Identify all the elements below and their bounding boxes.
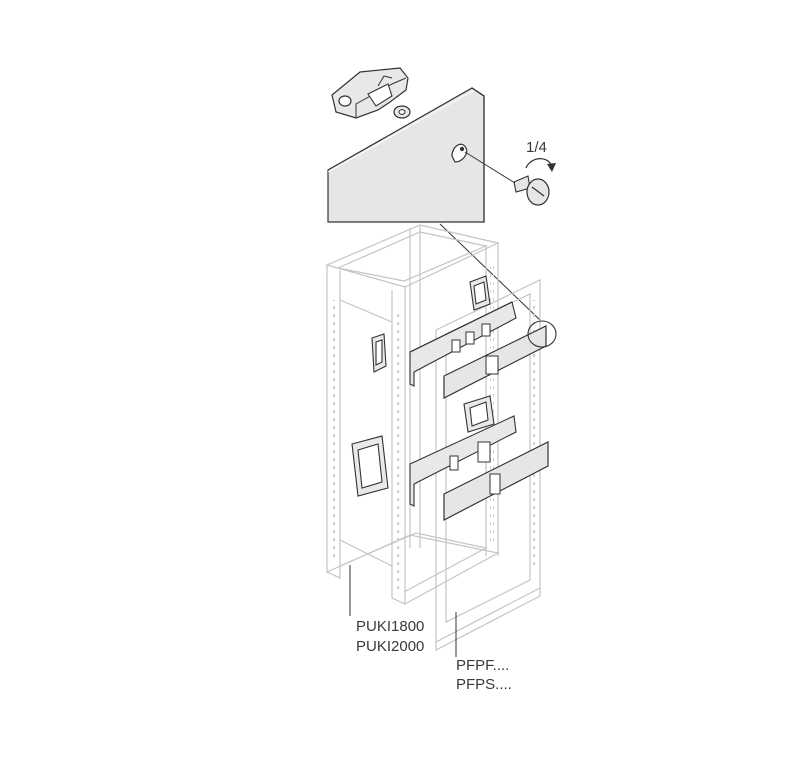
- frame-code-1: PUKI1800: [356, 618, 424, 635]
- insertion-line: [464, 151, 516, 184]
- detail-inset: 1/4: [327, 67, 556, 223]
- panel-code-2: PFPS....: [456, 676, 512, 693]
- side-brackets: [351, 275, 495, 497]
- washer-icon: [393, 105, 411, 119]
- hinge-bracket-icon: [331, 67, 409, 119]
- rotation-arrow-icon: [525, 158, 556, 172]
- quarter-turn-screw-icon: [513, 175, 550, 206]
- lower-mounting-plate: [409, 415, 517, 507]
- upper-mounting-plate: [409, 301, 517, 387]
- frame-code-2: PUKI2000: [356, 638, 424, 655]
- rotation-label: 1/4: [526, 139, 547, 156]
- frame-hole-pattern: [331, 300, 335, 560]
- detail-callout-circle: [527, 320, 557, 348]
- lower-cover-plate: [443, 441, 549, 521]
- keyhole-icon: [451, 143, 468, 163]
- panel-code-1: PFPF....: [456, 657, 509, 674]
